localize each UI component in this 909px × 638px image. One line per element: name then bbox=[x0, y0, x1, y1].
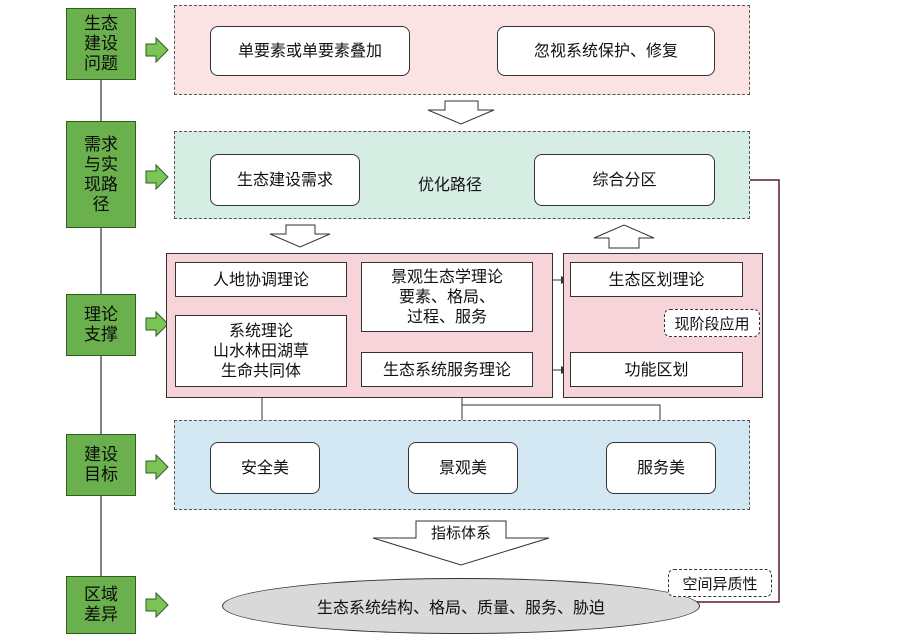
spatial-heterogeneity-tag: 空间异质性 bbox=[668, 569, 772, 597]
problem-ignore-system: 忽视系统保护、修复 bbox=[497, 26, 715, 76]
optimize-label: 优化路径 bbox=[417, 175, 482, 194]
current-stage-tag: 现阶段应用 bbox=[664, 309, 760, 337]
goal-landscape: 景观美 bbox=[408, 442, 518, 494]
human-land-theory: 人地协调理论 bbox=[175, 262, 347, 297]
side-arrows bbox=[145, 36, 169, 619]
zoning-box: 综合分区 bbox=[534, 154, 715, 206]
side-label-regional: 区域 差异 bbox=[66, 576, 136, 634]
goal-safety: 安全美 bbox=[210, 442, 320, 494]
system-theory: 系统理论 山水林田湖草 生命共同体 bbox=[175, 315, 347, 387]
up-arrow bbox=[593, 224, 655, 249]
functional-zoning: 功能区划 bbox=[570, 352, 743, 387]
index-arrow bbox=[372, 520, 550, 566]
eco-zoning-theory: 生态区划理论 bbox=[570, 262, 743, 297]
side-label-path: 需求 与实 现路 径 bbox=[66, 121, 136, 228]
ecosystem-service-theory: 生态系统服务理论 bbox=[361, 352, 533, 387]
down-arrow-1 bbox=[427, 100, 495, 125]
index-system-label: 指标体系 bbox=[430, 523, 491, 542]
landscape-ecology-theory: 景观生态学理论 要素、格局、 过程、服务 bbox=[361, 262, 533, 332]
problem-single-element: 单要素或单要素叠加 bbox=[210, 26, 410, 76]
side-label-problems: 生态 建设 问题 bbox=[66, 8, 136, 80]
down-arrow-2 bbox=[269, 224, 331, 248]
goal-service: 服务美 bbox=[606, 442, 716, 494]
regional-ellipse: 生态系统结构、格局、质量、服务、胁迫 bbox=[222, 578, 700, 634]
side-label-theory: 理论 支撑 bbox=[66, 294, 136, 356]
demand-box: 生态建设需求 bbox=[210, 154, 360, 206]
side-label-goals: 建设 目标 bbox=[66, 434, 136, 496]
